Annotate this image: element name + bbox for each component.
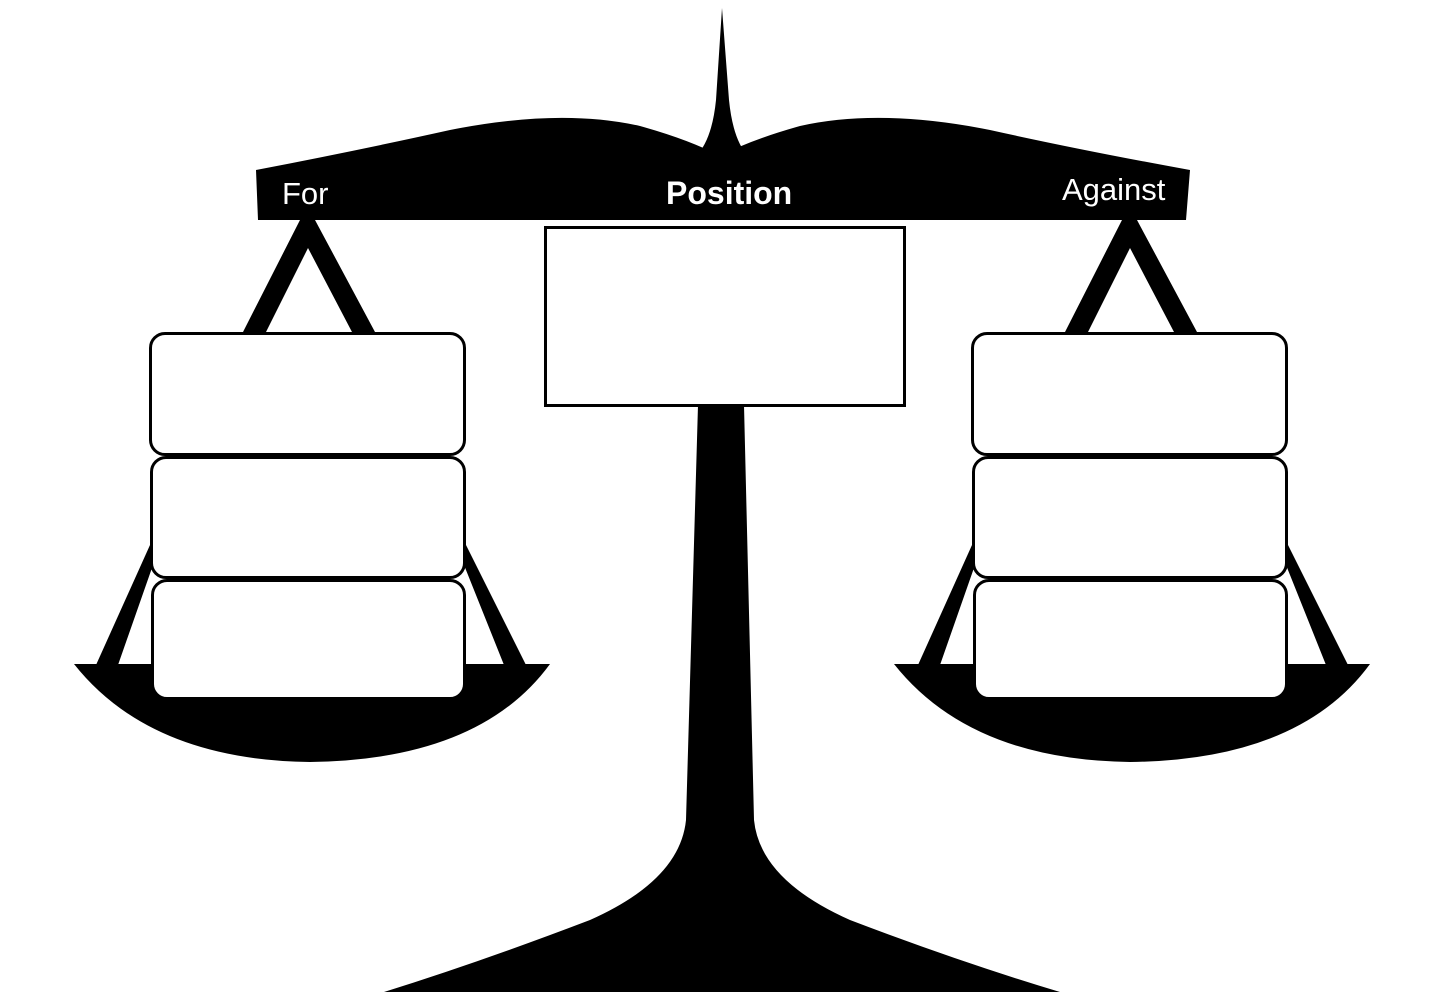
against-box-2[interactable]	[972, 456, 1288, 579]
for-box-2[interactable]	[150, 456, 466, 579]
left-hanger	[243, 220, 375, 332]
scale-beam	[256, 117, 1190, 220]
scale-needle	[696, 8, 748, 156]
left-pan-strut-right	[456, 545, 526, 665]
left-pan-strut-left	[96, 545, 160, 665]
right-pan-strut-right	[1278, 545, 1348, 665]
against-box-3[interactable]	[973, 579, 1288, 700]
for-label: For	[282, 176, 329, 211]
against-box-1[interactable]	[971, 332, 1288, 456]
for-box-1[interactable]	[149, 332, 466, 456]
scale-stem	[384, 405, 1060, 992]
against-label: Against	[1062, 172, 1166, 207]
right-pan-strut-left	[918, 545, 982, 665]
position-label: Position	[666, 175, 793, 211]
for-box-3[interactable]	[151, 579, 466, 700]
position-box[interactable]	[544, 226, 906, 407]
right-hanger	[1065, 220, 1197, 332]
